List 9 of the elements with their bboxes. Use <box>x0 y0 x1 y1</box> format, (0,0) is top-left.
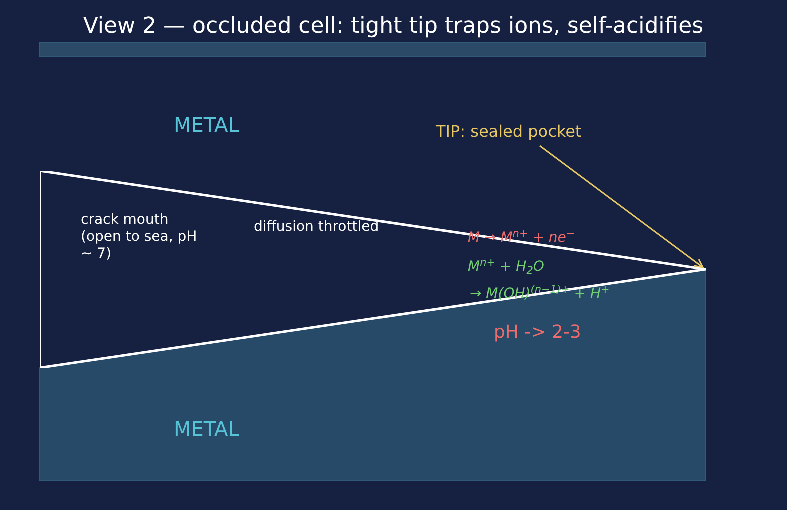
region-label: METAL <box>174 112 240 139</box>
equation-text: M$^{n+}$ + H$_{2}$O <box>468 257 544 278</box>
callout-text: TIP: sealed pocket <box>436 121 583 143</box>
diagram-title: View 2 — occluded cell: tight tip traps ions, self-acidifies <box>82 13 705 41</box>
leader-line <box>540 145 704 268</box>
ph-label: pH -> 2-3 <box>494 321 582 345</box>
region-label: METAL <box>174 416 240 443</box>
crack-mouth-label: crack mouth (open to sea, pH ~ 7) <box>81 212 198 263</box>
annotation-text: diffusion throttled <box>254 218 380 237</box>
